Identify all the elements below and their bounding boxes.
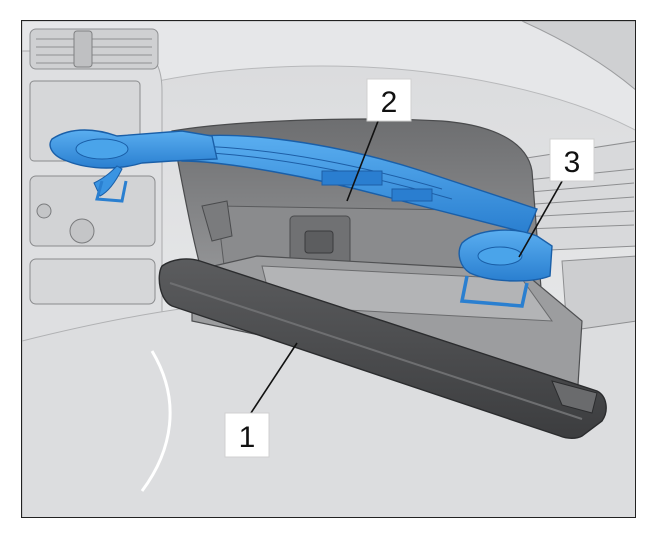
left-clip [201,200,233,242]
callout-1-box [224,412,270,458]
callout-1: 1 [224,412,270,458]
leader-line-2 [346,115,381,202]
control-button [36,203,52,219]
callout-2: 2 [366,78,412,122]
leader-line-1 [246,342,298,420]
right-clamp-loop [459,275,529,308]
callout-2-label: 2 [381,86,398,119]
callout-2-box [366,78,412,122]
glove-box-removal-illustration: 2 3 1 [22,21,635,517]
figure-frame: 2 3 1 [21,20,636,518]
right-clamp-ring [477,246,523,266]
callout-3: 3 [549,138,595,182]
callout-3-box [549,138,595,182]
control-knob [69,218,95,244]
left-clamp-ring [75,138,129,160]
center-vent-slats [36,38,152,64]
lower-controls [29,258,156,305]
panel-highlight [140,350,172,492]
callout-3-label: 3 [564,146,581,179]
windshield-edge [521,21,635,90]
glove-box-lid [158,258,607,439]
latch-mechanism [304,230,334,254]
lid-hinge-end [551,380,598,414]
lid-edge-highlight [169,282,583,420]
vent-knob [73,30,93,68]
leader-line-3 [518,175,566,258]
tool-bar-details [196,145,453,202]
left-clamp-loop [95,180,128,203]
callout-1-label: 1 [239,421,256,454]
